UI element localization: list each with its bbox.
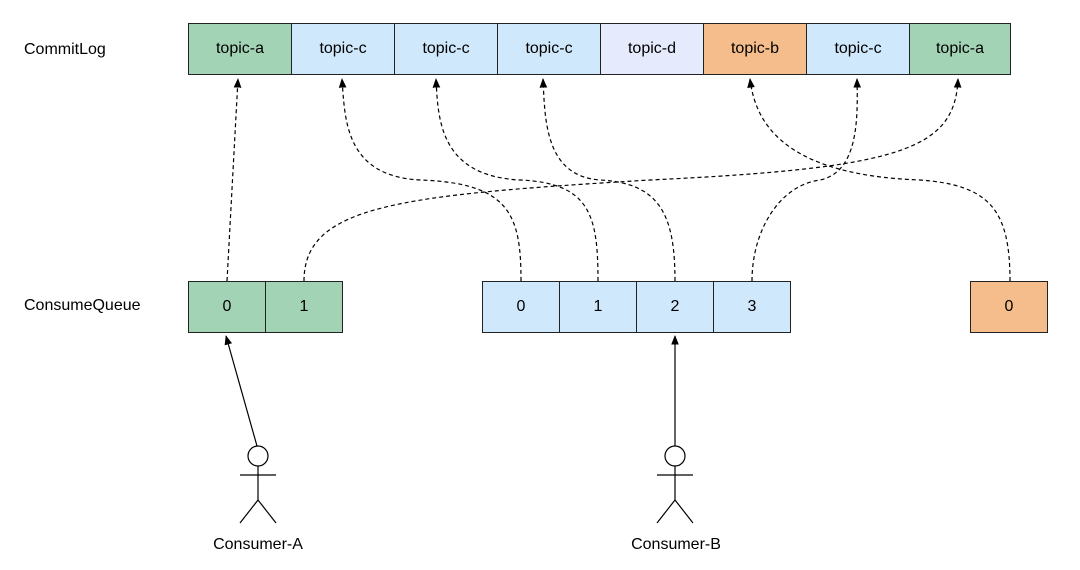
commitlog-entry-6: topic-c [806, 23, 910, 75]
link-c3-to-commitlog-6 [751, 78, 862, 282]
consumer-a-arrow [224, 335, 258, 447]
link-c2-to-commitlog-3 [539, 78, 676, 282]
commitlog-label: CommitLog [24, 41, 106, 58]
commitlog-entry-3: topic-c [497, 23, 601, 75]
commitlog-entry-1: topic-c [291, 23, 395, 75]
commitlog-entry-7: topic-a [909, 23, 1011, 75]
link-c1-to-commitlog-2 [432, 78, 599, 282]
link-a1-to-commitlog-7 [303, 78, 962, 282]
consumer-a-label: Consumer-A [213, 536, 303, 553]
commitlog-entry-2: topic-c [394, 23, 498, 75]
consumer-a-figure [224, 335, 277, 524]
commitlog-entry-5: topic-b [703, 23, 807, 75]
consumer-b-label: Consumer-B [631, 536, 721, 553]
queue-c-slot-1: 1 [559, 281, 637, 333]
commitlog-entry-0: topic-a [188, 23, 292, 75]
queue-a-slot-1: 1 [265, 281, 343, 333]
consumequeue-label: ConsumeQueue [24, 297, 141, 314]
link-a0-to-commitlog-0 [226, 78, 242, 282]
queue-c-slot-2: 2 [636, 281, 714, 333]
consumer-b-head [664, 445, 686, 467]
queue-c-slot-3: 3 [713, 281, 791, 333]
commitlog-entry-4: topic-d [600, 23, 704, 75]
queue-c-slot-0: 0 [482, 281, 560, 333]
queue-a-slot-0: 0 [188, 281, 266, 333]
link-b0-to-commitlog-5 [747, 78, 1011, 282]
consumer-b-figure [656, 335, 694, 524]
queue-b-slot-0: 0 [970, 281, 1048, 333]
consumer-a-head [247, 445, 269, 467]
link-c0-to-commitlog-1 [338, 78, 522, 282]
